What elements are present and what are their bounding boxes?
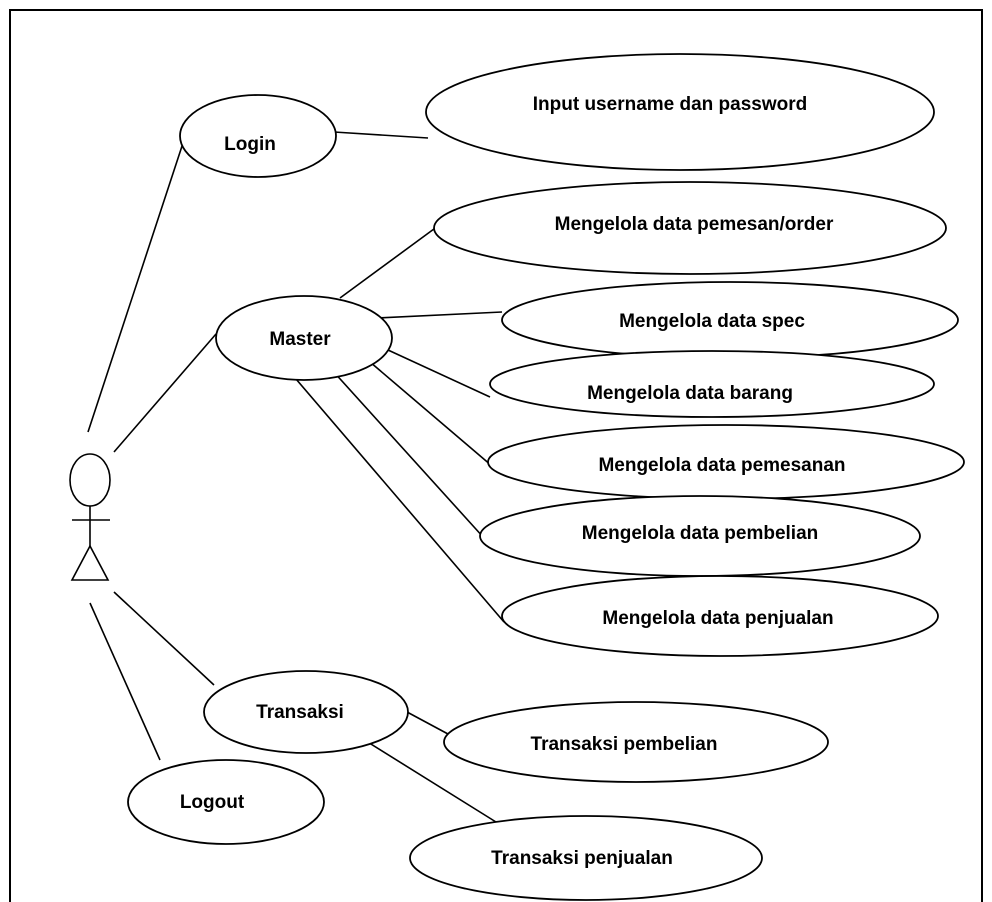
line-actor-master [113, 333, 217, 453]
line-master-pembelian [331, 369, 485, 539]
line-actor-transaksi [113, 591, 215, 686]
use-case-logout: Logout [127, 759, 325, 845]
use-case-master-label: Master [269, 329, 331, 350]
line-master-pemesanan [369, 361, 493, 467]
use-case-barang: Mengelola data barang [489, 350, 935, 418]
line-actor-logout [89, 602, 161, 761]
diagram-frame [9, 9, 983, 902]
use-case-master: Master [215, 295, 393, 381]
use-case-input-credentials: Input username dan password [425, 53, 935, 171]
use-case-transaksi-pembelian: Transaksi pembelian [443, 701, 829, 783]
use-case-pemesanan: Mengelola data pemesanan [487, 424, 965, 500]
use-case-transaksi-penjualan: Transaksi penjualan [409, 815, 763, 901]
actor-stick-figure-icon [69, 453, 111, 581]
use-case-logout-label: Logout [180, 792, 245, 813]
line-master-pemesan [339, 225, 439, 299]
use-case-pemesanan-label: Mengelola data pemesanan [598, 455, 845, 476]
use-case-login: Login [179, 94, 337, 178]
use-case-spec-label: Mengelola data spec [619, 311, 805, 332]
use-case-penjualan: Mengelola data penjualan [501, 575, 939, 657]
use-case-spec: Mengelola data spec [501, 281, 959, 359]
use-case-barang-label: Mengelola data barang [587, 383, 793, 404]
use-case-transaksi-penjualan-label: Transaksi penjualan [491, 848, 673, 869]
use-case-login-label: Login [224, 134, 276, 155]
line-master-barang [387, 349, 491, 398]
use-case-transaksi-label: Transaksi [256, 702, 344, 723]
use-case-pemesan-order: Mengelola data pemesan/order [433, 181, 947, 275]
use-case-transaksi-pembelian-label: Transaksi pembelian [531, 734, 718, 755]
use-case-pembelian: Mengelola data pembelian [479, 495, 921, 577]
use-case-penjualan-label: Mengelola data penjualan [602, 608, 833, 629]
line-master-spec [375, 311, 503, 319]
line-actor-login [87, 139, 185, 433]
use-case-pemesan-order-label: Mengelola data pemesan/order [555, 214, 834, 235]
use-case-pembelian-label: Mengelola data pembelian [582, 523, 819, 544]
use-case-transaksi: Transaksi [203, 670, 409, 754]
line-login-input [333, 131, 429, 139]
use-case-input-credentials-label: Input username dan password [533, 94, 808, 115]
line-master-penjualan [289, 371, 505, 623]
line-transaksi-penjualan [349, 730, 497, 823]
association-lines [87, 131, 505, 823]
